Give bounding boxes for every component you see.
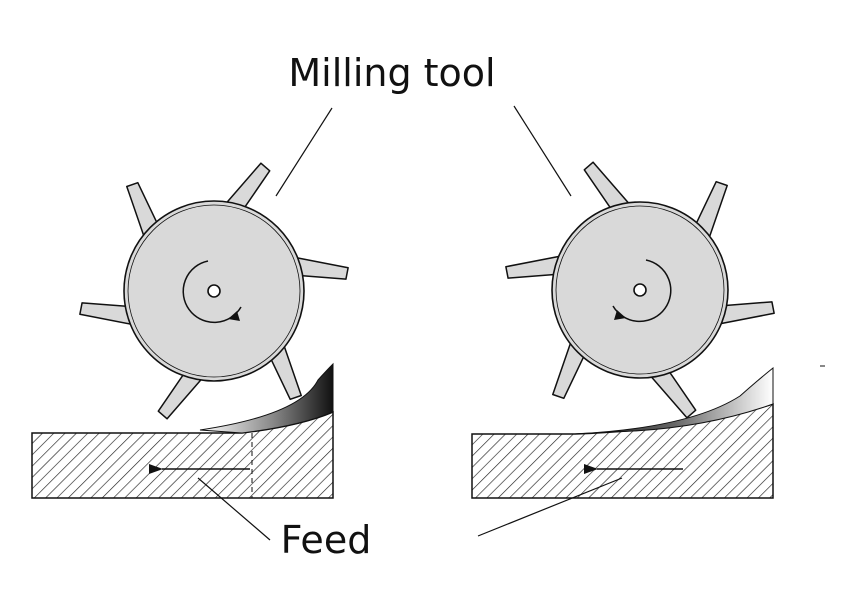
feed-label: Feed: [281, 518, 372, 562]
leader-line-tool-left: [275, 107, 333, 197]
right-chip: [574, 366, 774, 435]
left-chip: [199, 362, 334, 434]
leader-line-tool-right: [513, 105, 572, 197]
right-workpiece: [471, 402, 774, 499]
milling-tool-label: Milling tool: [288, 51, 495, 95]
leader-line-feed-right: [477, 477, 623, 537]
leader-line-feed-left: [197, 477, 271, 541]
right-milling-cutter: [505, 161, 775, 419]
left-milling-cutter: [79, 162, 349, 420]
